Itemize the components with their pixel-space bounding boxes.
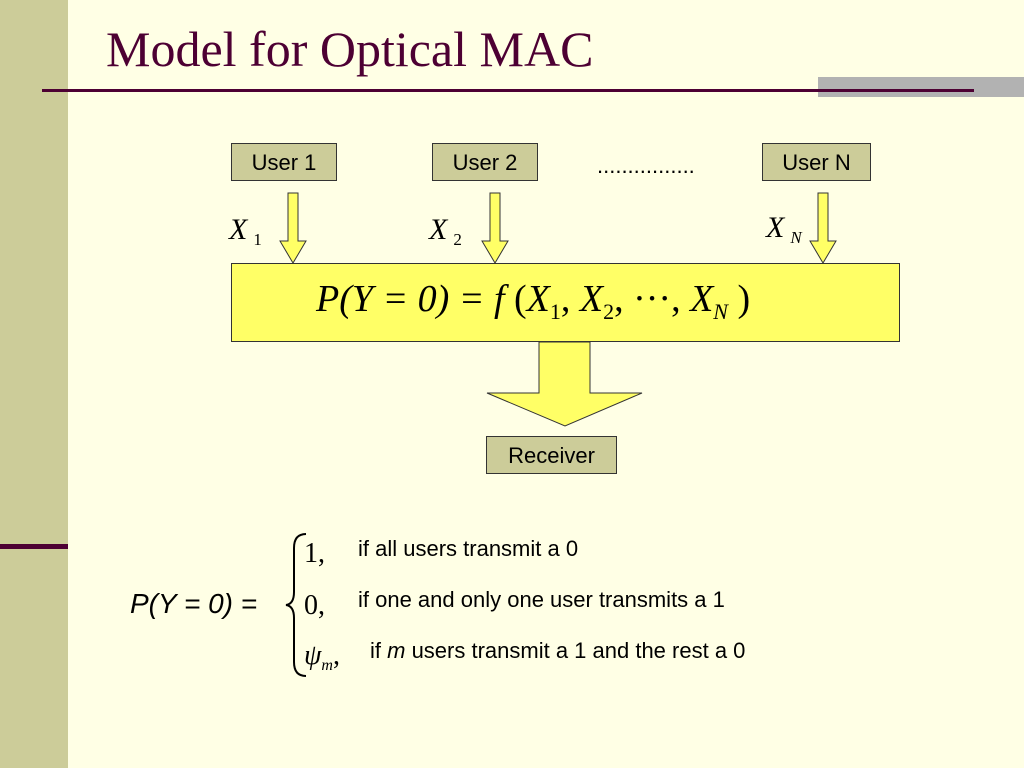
receiver-arrow — [486, 341, 643, 427]
receiver-box: Receiver — [486, 436, 617, 474]
function-box: P(Y = 0) = f (X1, X2, ···, XN ) — [231, 263, 900, 342]
slide-title: Model for Optical MAC — [106, 21, 594, 77]
side-bar — [0, 0, 68, 768]
user-1-box: User 1 — [231, 143, 337, 181]
user-2-box: User 2 — [432, 143, 538, 181]
case-2-text: if one and only one user transmits a 1 — [358, 587, 725, 612]
case-2-value: 0, — [304, 590, 325, 621]
case-3-text: if m users transmit a 1 and the rest a 0 — [370, 638, 746, 663]
case-3-value: ψm, — [304, 640, 340, 674]
down-arrow-1 — [279, 192, 307, 264]
case-1-text: if all users transmit a 0 — [358, 536, 579, 561]
title-rule — [42, 89, 974, 92]
function-formula: P(Y = 0) = f (X1, X2, ···, XN ) — [316, 278, 751, 324]
cases-lhs: P(Y = 0) = — [130, 588, 258, 619]
left-brace — [285, 533, 307, 677]
down-arrow-n — [809, 192, 837, 264]
user-n-box: User N — [762, 143, 871, 181]
down-arrow-2 — [481, 192, 509, 264]
title-rule-accent — [818, 77, 1024, 97]
case-1-value: 1, — [304, 538, 325, 569]
side-bar-accent — [0, 544, 68, 549]
ellipsis-dots: ................ — [597, 153, 695, 178]
